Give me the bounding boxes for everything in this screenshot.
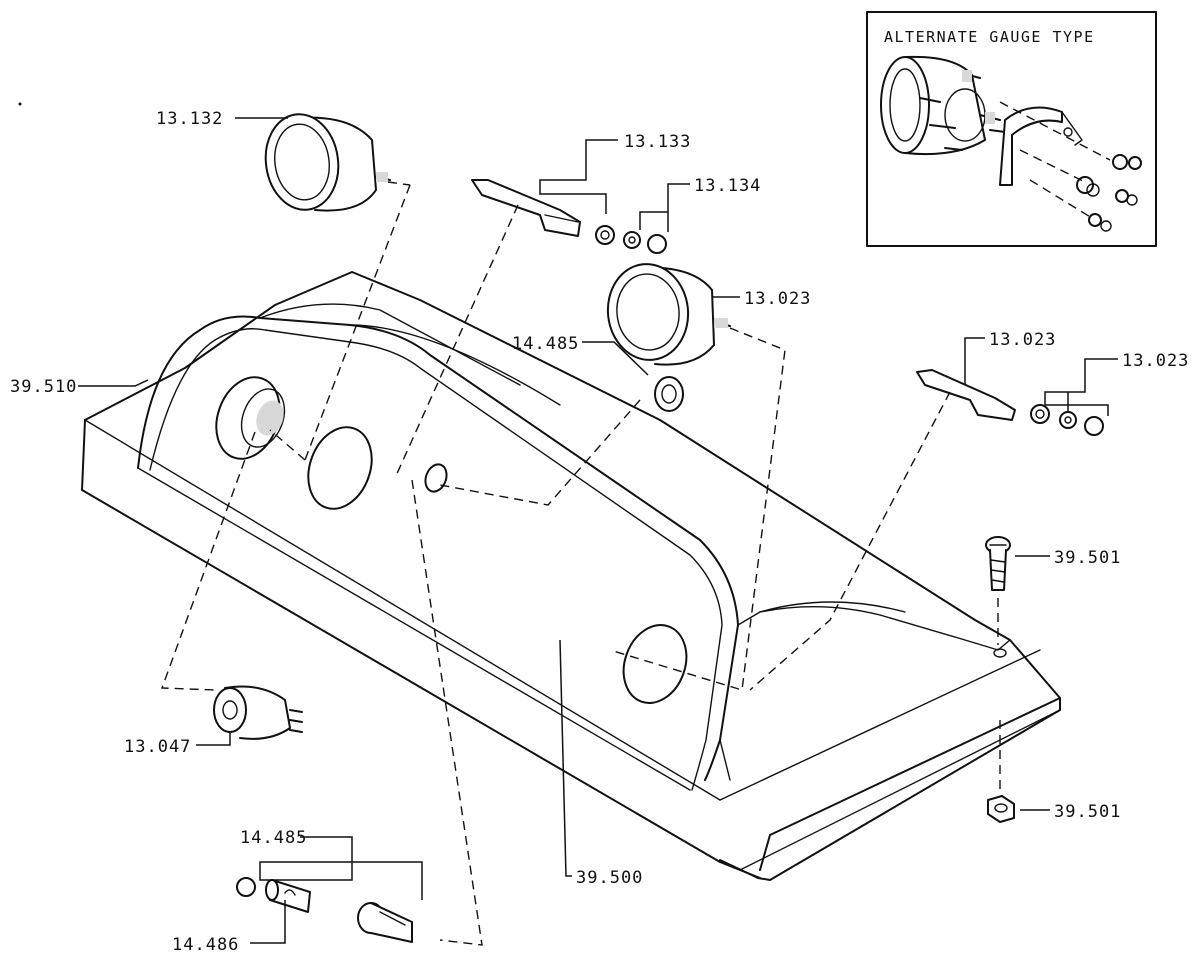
label-14-485-lamp: 14.485 (240, 828, 307, 848)
alternate-gauge-bracket (999, 106, 1083, 186)
part-labels: 13.132 13.133 13.134 13.023 14.485 39.51… (10, 109, 1189, 955)
label-13-023-gauge: 13.023 (744, 289, 811, 309)
gauge-mid (606, 263, 731, 366)
hex-nut (987, 795, 1015, 823)
label-39-501-screw: 39.501 (1054, 548, 1121, 568)
hole-screw (993, 648, 1007, 658)
inset-title: ALTERNATE GAUGE TYPE (884, 28, 1095, 46)
label-13-047: 13.047 (124, 737, 191, 757)
alternate-gauge-hardware (999, 101, 1142, 232)
label-13-134: 13.134 (694, 176, 761, 196)
label-13-023-clamp: 13.023 (989, 330, 1056, 350)
ignition-switch (213, 685, 303, 740)
label-13-132: 13.132 (156, 109, 223, 129)
hole-lamp (424, 463, 448, 493)
label-39-501-nut: 39.501 (1054, 802, 1121, 822)
alternate-gauge-inset: ALTERNATE GAUGE TYPE (866, 11, 1157, 247)
nut-washer-top (623, 231, 667, 254)
label-39-500: 39.500 (576, 868, 643, 888)
label-14-485-grommet: 14.485 (512, 334, 579, 354)
label-39-510: 39.510 (10, 377, 77, 397)
screw (985, 536, 1011, 591)
panel-holes (215, 376, 1007, 704)
leader-lines (78, 117, 1118, 944)
dash-panel-body (81, 271, 1061, 881)
label-13-023-nut: 13.023 (1122, 351, 1189, 371)
alternate-gauge-body (880, 55, 1006, 156)
lamp-assembly (236, 877, 413, 943)
inset-frame (866, 11, 1157, 247)
gauge-clamp-top (471, 179, 615, 245)
label-14-486: 14.486 (172, 935, 239, 955)
label-13-133: 13.133 (624, 132, 691, 152)
stray-mark (18, 102, 22, 106)
lamp-cap (236, 877, 256, 897)
grommet (654, 376, 684, 412)
hole-gauge-right (622, 624, 688, 704)
hole-gauge-left (307, 426, 373, 510)
gauge-clamp-right (916, 369, 1104, 436)
speedometer-gauge (264, 113, 391, 212)
